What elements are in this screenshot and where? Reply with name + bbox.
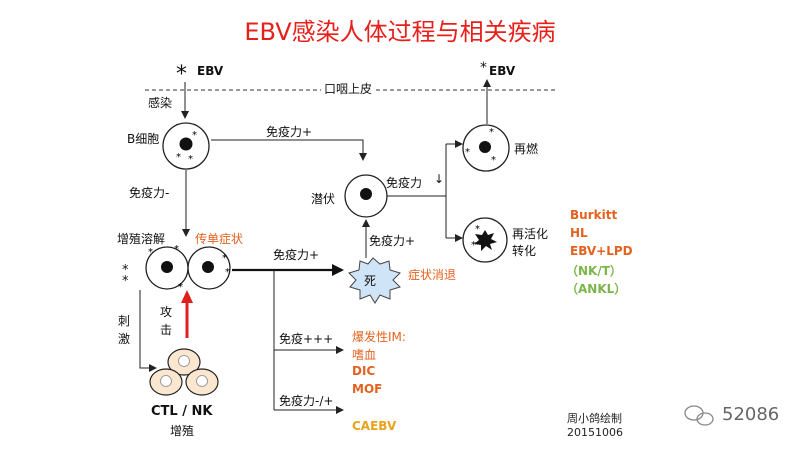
svg-text:*: *	[491, 155, 496, 166]
death-burst	[348, 257, 401, 304]
down-arrow-label: ↓	[434, 172, 445, 186]
symptom-relief-label: 症状消退	[408, 268, 457, 282]
infect-label: 感染	[148, 96, 173, 110]
disease-nkt: （NK/T）	[566, 264, 622, 278]
immunity-down-label: 免疫力	[386, 176, 423, 190]
ctl-nk-cells	[149, 348, 219, 396]
ebv-label-right: EBV	[489, 64, 516, 78]
death-label: 死	[364, 274, 377, 288]
epithelium-label: 口咽上皮	[321, 80, 376, 97]
immunity-ppp-label: 免疫+++	[279, 332, 334, 346]
svg-text:*: *	[174, 244, 179, 255]
mof-label: MOF	[352, 382, 383, 396]
attack-arrowhead	[181, 290, 193, 303]
stimulate-label: 刺 激	[118, 314, 131, 346]
svg-text:*: *	[471, 240, 476, 251]
wechat-icon	[684, 405, 714, 426]
diagram-title: EBV感染人体过程与相关疾病	[244, 18, 556, 46]
svg-text:*: *	[176, 152, 181, 163]
reactivation-cell: * * *	[462, 124, 510, 172]
svg-text:*: *	[192, 130, 197, 141]
proliferating-cells: * * * * *	[145, 244, 231, 293]
svg-text:*: *	[475, 224, 480, 235]
date-label: 20151006	[567, 426, 623, 439]
svg-text:*: *	[489, 127, 494, 138]
svg-text:*: *	[225, 267, 230, 278]
stimulate-arrow	[139, 290, 157, 372]
latent-cell	[344, 174, 388, 218]
immunity-minus-label: 免疫力-	[129, 186, 170, 200]
reactivate-label: 再燃	[514, 142, 539, 156]
disease-hl: HL	[570, 226, 588, 240]
attack-label: 攻 击	[160, 305, 173, 337]
transformed-cell: * *	[462, 217, 508, 263]
b-cell: * * *	[162, 122, 210, 170]
mono-symptoms-label: 传单症状	[195, 232, 244, 246]
svg-text:*: *	[222, 253, 227, 264]
latent-label: 潜伏	[311, 192, 336, 206]
stimulate-stars: * *	[122, 263, 129, 289]
immunity-minus-plus-label: 免疫力-/+	[279, 394, 334, 408]
author-label: 周小鸽绘制	[567, 412, 622, 425]
disease-burkitt: Burkitt	[570, 208, 618, 222]
ebv-star-right: *	[480, 60, 487, 76]
disease-ankl: （ANKL）	[566, 282, 627, 296]
to-latent-arrow	[211, 139, 367, 161]
ebv-label-top: EBV	[197, 64, 224, 78]
fulminant-label: 爆发性IM:	[352, 330, 406, 344]
svg-text:*: *	[465, 147, 470, 158]
b-cell-label: B细胞	[127, 132, 160, 146]
dic-label: DIC	[352, 364, 376, 378]
immunity-plus-up-label: 免疫力+	[369, 234, 416, 248]
proliferation-label: 增殖	[170, 424, 195, 438]
svg-text:*: *	[178, 282, 183, 293]
transform-label: 再活化 转化	[512, 227, 549, 258]
svg-text:*: *	[188, 154, 193, 165]
disease-ebv-lpd: EBV+LPD	[570, 244, 633, 258]
immunity-plus-top-label: 免疫力+	[266, 125, 313, 139]
ebv-star: *	[176, 62, 187, 87]
immunity-plus-mid-label: 免疫力+	[273, 248, 320, 262]
caebv-label: CAEBV	[352, 419, 397, 433]
watermark-label: 52086	[722, 404, 780, 425]
hemophagocytosis-label: 嗜血	[352, 348, 377, 362]
prolif-lysis-label: 增殖溶解	[117, 232, 166, 246]
svg-text:*: *	[148, 247, 153, 258]
ctl-nk-label: CTL / NK	[151, 404, 213, 419]
